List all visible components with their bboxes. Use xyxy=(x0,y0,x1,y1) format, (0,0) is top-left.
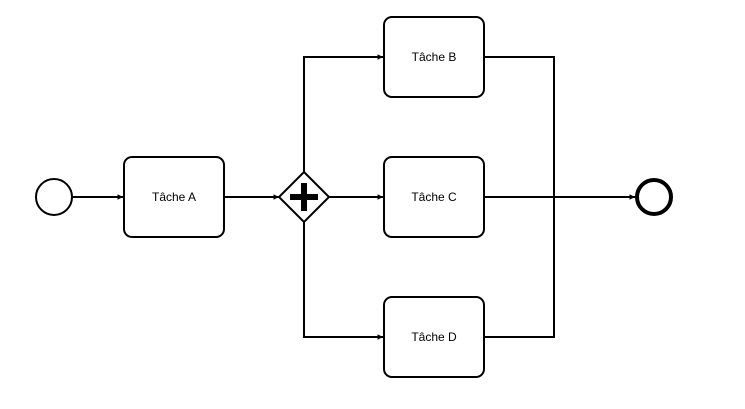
flow-gateway-to-task-d xyxy=(303,222,383,340)
parallel-gateway[interactable] xyxy=(277,170,331,224)
task-d-box xyxy=(383,296,485,378)
task-c-label: Tâche C xyxy=(411,190,457,204)
task-a-label: Tâche A xyxy=(152,190,196,204)
task-a-box xyxy=(123,156,225,238)
task-c[interactable]: Tâche C xyxy=(383,156,485,238)
task-c-box xyxy=(383,156,485,238)
flow-task-d-to-end xyxy=(484,197,555,338)
sequence-flows xyxy=(72,54,635,340)
start-event[interactable] xyxy=(35,178,73,216)
task-a[interactable]: Tâche A xyxy=(123,156,225,238)
flow-task-b-to-end xyxy=(484,56,555,197)
task-d[interactable]: Tâche D xyxy=(383,296,485,378)
task-b-label: Tâche B xyxy=(412,50,457,64)
flow-gateway-to-task-b xyxy=(303,54,383,172)
end-event[interactable] xyxy=(635,178,673,216)
task-d-label: Tâche D xyxy=(411,330,457,344)
plus-icon xyxy=(290,183,318,211)
task-b[interactable]: Tâche B xyxy=(383,16,485,98)
task-b-box xyxy=(383,16,485,98)
